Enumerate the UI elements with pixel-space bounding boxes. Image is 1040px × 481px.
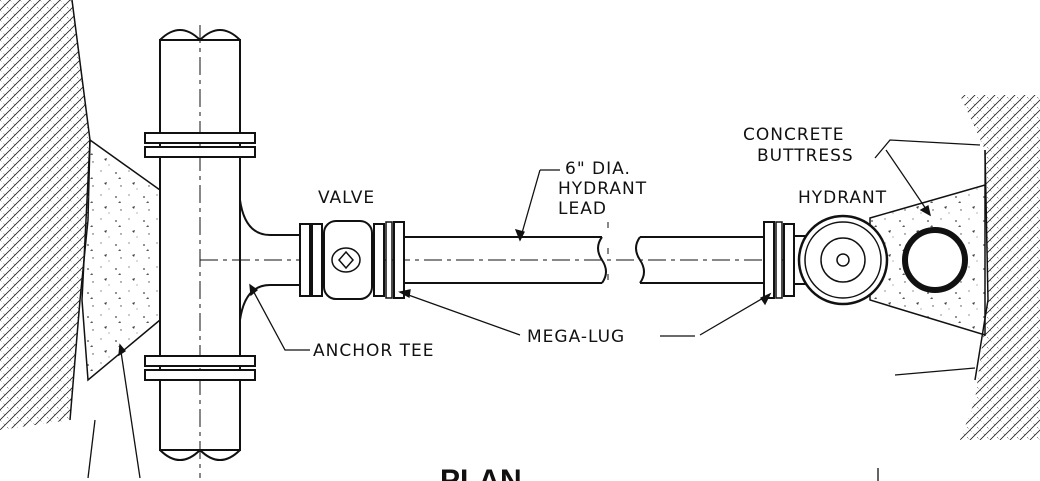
lead-label-line3: LEAD xyxy=(558,199,607,219)
main-pipe xyxy=(159,25,241,478)
hydrant-label: HYDRANT xyxy=(798,188,887,208)
hydrant-inlet-flange xyxy=(763,221,795,299)
left-concrete-buttress xyxy=(81,138,161,382)
buttress-label-line2: BUTTRESS xyxy=(757,146,854,166)
lead-label-line2: HYDRANT xyxy=(558,179,647,199)
valve-label: VALVE xyxy=(318,188,375,208)
plan-title: PLAN xyxy=(440,464,522,481)
tee-outlet-flange xyxy=(299,223,323,297)
hydrant xyxy=(793,214,889,306)
buttress-label-line1: CONCRETE xyxy=(743,125,845,145)
mega-lug-label: MEGA-LUG xyxy=(527,327,625,347)
valve-outlet-flange xyxy=(373,221,405,299)
anchor-tee-label: ANCHOR TEE xyxy=(313,341,434,361)
main-top-flange xyxy=(144,132,256,158)
valve xyxy=(323,220,373,300)
hydrant-lead-pipe xyxy=(404,222,764,300)
main-bottom-flange xyxy=(144,355,256,381)
right-earth-hatch xyxy=(960,95,1040,440)
lead-label-line1: 6" DIA. xyxy=(565,159,631,179)
left-earth-hatch xyxy=(0,0,90,430)
right-earth-edge xyxy=(974,149,989,381)
leader-lines xyxy=(87,139,986,481)
buttress-bollard xyxy=(902,227,968,293)
